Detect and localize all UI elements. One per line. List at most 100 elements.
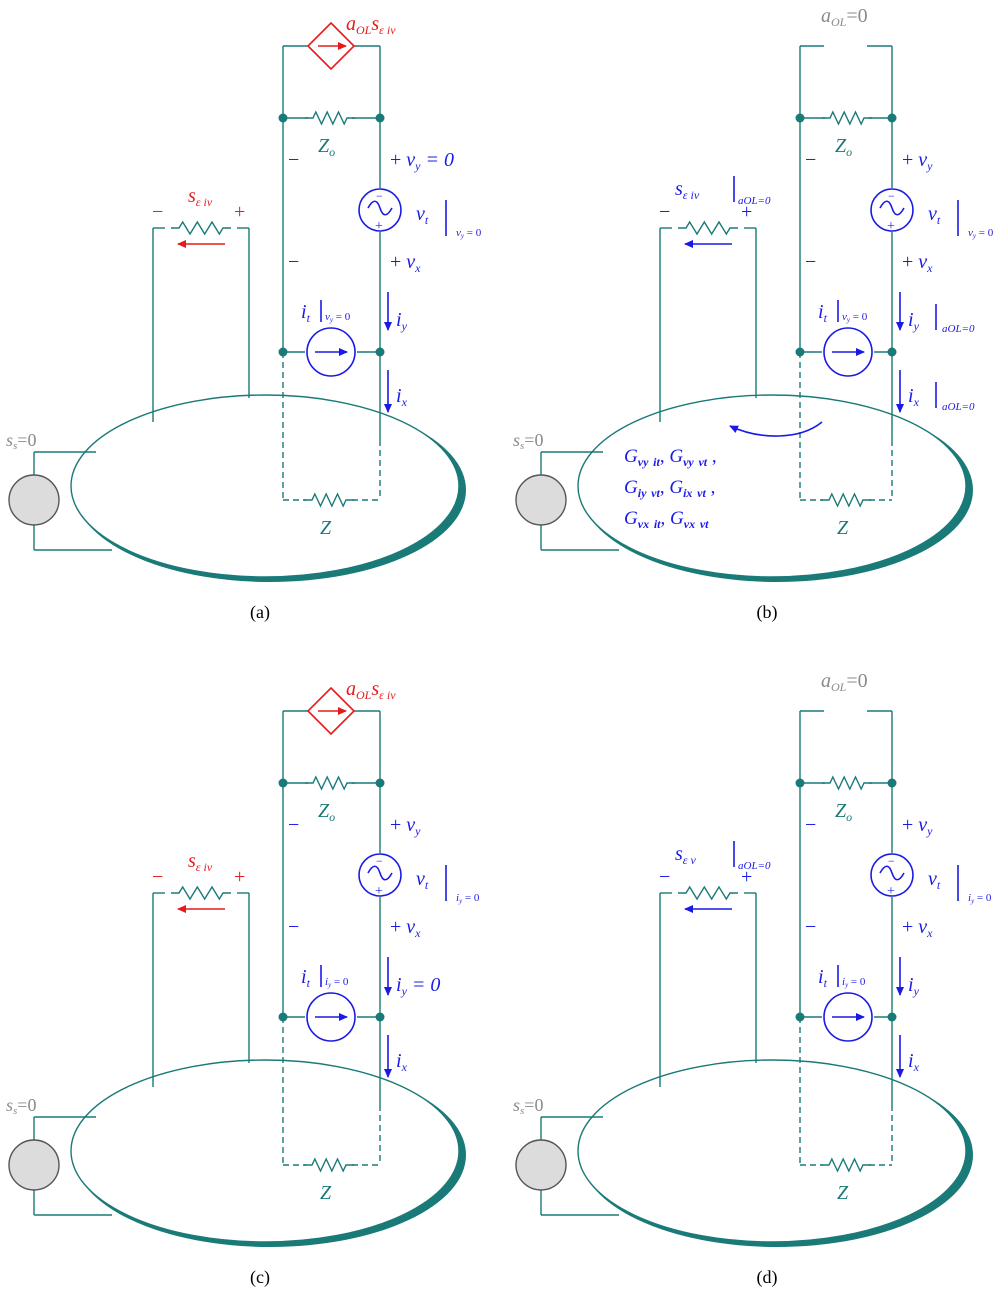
gain-in: v: [651, 486, 657, 500]
zo-resistor: [822, 775, 872, 791]
vx-label: + vx: [902, 916, 933, 940]
vt-cond-sub: y: [458, 897, 463, 905]
error-minus-label: −: [152, 866, 163, 888]
vt-symbol: v: [928, 868, 937, 890]
it-label: it: [301, 966, 311, 990]
zo-resistor: [305, 110, 355, 126]
gain-row: Giy vt, Gix vt ,: [624, 477, 715, 500]
zo-resistor: [822, 110, 872, 126]
gain-in-sub: t: [705, 517, 709, 531]
vy-label: + vy: [902, 149, 933, 173]
vt-symbol: v: [416, 203, 425, 225]
vt-minus: −: [888, 189, 895, 203]
vx-sub: x: [414, 926, 421, 940]
it-label: it: [301, 301, 311, 325]
it-sub: t: [307, 976, 311, 990]
vt-minus-label: −: [888, 189, 895, 203]
z-resistor: [821, 492, 871, 508]
it-cond: i: [325, 976, 328, 988]
error-plus: +: [234, 866, 245, 888]
panel-caption: (b): [757, 602, 778, 623]
vy-plus: +: [390, 149, 401, 171]
z-symbol: Z: [320, 517, 332, 539]
z-label: Z: [837, 517, 849, 539]
gain-in: v: [698, 455, 704, 469]
vt-sub: t: [425, 213, 429, 227]
vt-plus: +: [887, 884, 895, 899]
zo-label: Zo: [835, 800, 852, 824]
gain-out: v: [684, 517, 690, 531]
vt-condition-label: vy = 0: [968, 227, 993, 240]
it-cond-eq: = 0: [848, 976, 866, 988]
error-resistor: [678, 885, 738, 901]
vy-plus: +: [902, 149, 913, 171]
vx-minus: −: [288, 916, 299, 938]
error-plus-label: +: [741, 866, 752, 888]
vy-label: + vy = 0: [390, 149, 454, 173]
gain-in-sub: t: [656, 455, 660, 469]
ss-symbol: s: [6, 430, 13, 450]
gain-out: v: [683, 455, 689, 469]
aol-sub: OL: [831, 680, 847, 694]
ac-wave-icon: [367, 865, 393, 881]
it-cond-sub: y: [844, 981, 849, 989]
it-node-left: [795, 347, 805, 357]
zo-symbol: Z: [318, 135, 330, 157]
zo-sub: o: [329, 810, 335, 824]
zo-symbol: Z: [835, 135, 847, 157]
vx-minus-label: −: [805, 251, 816, 273]
iy-eval-label: aOL=0: [942, 323, 975, 335]
vt-plus-label: +: [887, 219, 895, 234]
ix-sub: x: [401, 1060, 408, 1074]
gain-out: v: [638, 455, 644, 469]
aol-a: a: [821, 5, 831, 27]
error-resistor: [678, 220, 738, 236]
vt-cond: i: [456, 892, 459, 904]
it-node-right: [375, 347, 385, 357]
vx-minus: −: [805, 916, 816, 938]
gain-sep: ,: [706, 477, 716, 498]
gain-in: v: [700, 517, 706, 531]
ix-symbol: i: [396, 385, 402, 407]
zo-sub: o: [846, 145, 852, 159]
vt-plus-label: +: [375, 219, 383, 234]
iy-label: iy: [908, 974, 920, 998]
vt-plus-label: +: [375, 884, 383, 899]
error-minus: −: [152, 201, 163, 223]
it-cond: v: [325, 311, 330, 323]
it-symbol: i: [301, 301, 307, 323]
iy-label: iy: [396, 309, 408, 333]
z-symbol: Z: [837, 517, 849, 539]
gain-in-sub: t: [704, 455, 708, 469]
vt-label: vt: [416, 203, 429, 227]
vx-sub: x: [926, 926, 933, 940]
gain-row: Gvx it, Gvx vt: [624, 508, 709, 531]
vt-cond-eq: = 0: [974, 892, 992, 904]
vx-minus: −: [288, 251, 299, 273]
vy-symbol: v: [918, 814, 927, 836]
dep-s-sub: ε iv: [379, 23, 396, 37]
gain-out: i: [683, 486, 687, 500]
network-ellipse: [70, 1059, 460, 1243]
vy-minus-label: −: [288, 149, 299, 171]
it-node-right: [887, 347, 897, 357]
gain-sep: ,: [660, 477, 670, 498]
vt-cond: i: [968, 892, 971, 904]
source-label: ss=0: [513, 430, 543, 452]
it-symbol: i: [301, 966, 307, 988]
ss-sub: s: [520, 1105, 524, 1117]
it-cond-eq: = 0: [333, 311, 351, 323]
vt-minus: −: [376, 189, 383, 203]
gain-in-sub: t: [656, 486, 660, 500]
vt-minus-label: −: [376, 854, 383, 868]
gain-out-sub: y: [639, 486, 647, 500]
error-signal-label: sε iv: [675, 178, 700, 202]
vt-plus: +: [375, 219, 383, 234]
dep-a: a: [346, 678, 356, 700]
gain-G: G: [669, 477, 683, 498]
it-sub: t: [824, 311, 828, 325]
ss-value: =0: [17, 1095, 36, 1115]
error-minus-label: −: [659, 866, 670, 888]
